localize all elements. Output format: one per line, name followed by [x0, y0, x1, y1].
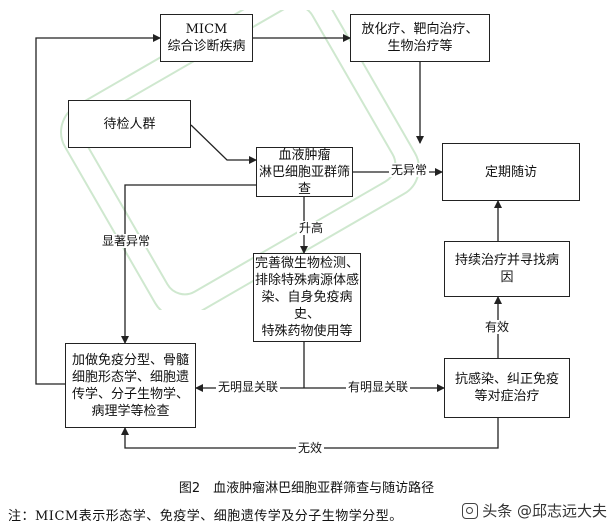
label-no-association: 无明显关联 — [216, 380, 281, 394]
node-screening: 血液肿瘤 淋巴细胞亚群筛查 — [256, 147, 353, 197]
node-therapy: 放化疗、靶向治疗、 生物治疗等 — [350, 14, 490, 62]
node-therapy-label: 放化疗、靶向治疗、 生物治疗等 — [361, 22, 479, 54]
node-persistent-label: 持续治疗并寻找病 因 — [454, 253, 559, 285]
toutiao-logo-icon — [462, 502, 479, 519]
node-workup-label: 加做免疫分型、骨髓 细胞形态学、细胞遗 传学、分子生物学、 病理学等检查 — [71, 352, 189, 419]
node-followup: 定期随访 — [442, 143, 580, 201]
watermark: 头条 @邱志远大夫 — [462, 500, 607, 521]
node-workup: 加做免疫分型、骨髓 细胞形态学、细胞遗 传学、分子生物学、 病理学等检查 — [65, 343, 196, 428]
node-anti-infection-label: 抗感染、纠正免疫 等对症治疗 — [454, 372, 559, 404]
node-anti-infection: 抗感染、纠正免疫 等对症治疗 — [444, 358, 570, 418]
node-micm-label: MICM 综合诊断疾病 — [167, 22, 246, 54]
figure-caption: 图2 血液肿瘤淋巴细胞亚群筛查与随访路径 — [178, 481, 435, 496]
label-ineffective: 无效 — [296, 441, 325, 455]
node-population: 待检人群 — [68, 100, 191, 148]
node-microbe-label: 完善微生物检测、 排除特殊病源体感 染、自身免疫病史、 特殊药物使用等 — [254, 256, 359, 339]
label-elevated: 升高 — [297, 221, 326, 235]
footnote: 注：MICM表示形态学、免疫学、细胞遗传学及分子生物学分型。 — [8, 509, 403, 524]
node-screening-label: 血液肿瘤 淋巴细胞亚群筛查 — [258, 147, 350, 197]
label-significant-abnormal: 显著异常 — [100, 234, 153, 248]
label-has-association: 有明显关联 — [346, 380, 411, 394]
watermark-text: 头条 @邱志远大夫 — [482, 502, 607, 520]
node-microbe: 完善微生物检测、 排除特殊病源体感 染、自身免疫病史、 特殊药物使用等 — [253, 253, 361, 342]
label-normal: 无异常 — [389, 163, 430, 177]
label-effective: 有效 — [483, 320, 512, 334]
edge-screening-to-workup — [121, 184, 256, 344]
edge-population-to-screening — [190, 124, 257, 164]
node-persistent: 持续治疗并寻找病 因 — [444, 241, 570, 297]
node-followup-label: 定期随访 — [484, 164, 537, 180]
edge-workup-to-micm — [35, 34, 161, 385]
node-micm: MICM 综合诊断疾病 — [160, 14, 253, 62]
node-population-label: 待检人群 — [103, 116, 156, 132]
